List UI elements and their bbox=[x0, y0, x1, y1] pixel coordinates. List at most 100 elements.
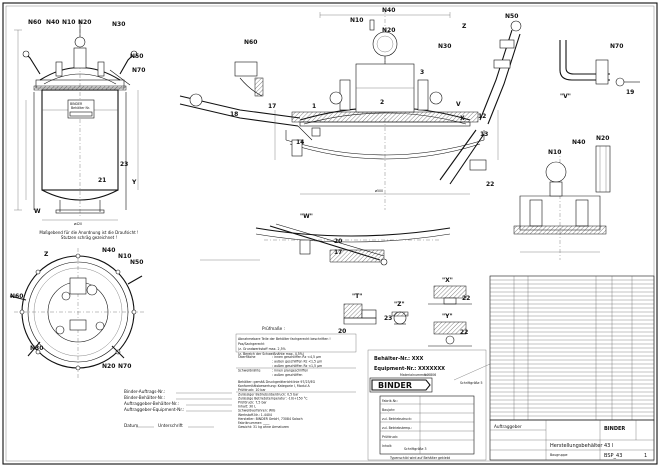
dim-17-section: 17 bbox=[268, 103, 276, 110]
notes-lines: Abnahmebare Teile der Behälter fachgerec… bbox=[238, 337, 331, 356]
note-spec-line: Inhalt: 30 L bbox=[238, 405, 256, 409]
order-behaelter-label: Binder-Behälter-Nr.: bbox=[124, 395, 165, 400]
note-line: Abnahmebare Teile der Behälter fachgerec… bbox=[238, 337, 331, 341]
lid-assembly-view bbox=[513, 145, 611, 260]
note-table-value: : außen geschliffen Rz <1,5 µm bbox=[272, 364, 322, 368]
callout-n50-front: N50 bbox=[130, 53, 143, 60]
callout-n60-top: N60 bbox=[10, 293, 23, 300]
note-table-value: : außen geschliffen bbox=[272, 373, 302, 377]
detail-v bbox=[559, 40, 640, 87]
vessel-top-view bbox=[9, 248, 146, 378]
callout-n60-section: N60 bbox=[244, 39, 257, 46]
dim-17-w: 17 bbox=[334, 249, 342, 256]
view-y-title: "Y" bbox=[442, 313, 453, 320]
order-datum-label: Datum bbox=[124, 423, 138, 428]
detail-w bbox=[200, 223, 451, 266]
callout-w-front: W bbox=[34, 208, 41, 215]
detail-t bbox=[343, 303, 377, 325]
order-unterschrift-label: Unterschrift bbox=[158, 423, 183, 428]
dim-13-section: 13 bbox=[480, 131, 488, 138]
dim-23-z: 23 bbox=[384, 315, 392, 322]
dim-dia-section: ø500 bbox=[375, 189, 383, 193]
view-z-title: "Z" bbox=[394, 301, 405, 308]
dim-21-front: 21 bbox=[98, 177, 106, 184]
plate-field-label: zul. Betriebsdruck: bbox=[382, 417, 412, 421]
dim-dia-front: ø420 bbox=[74, 222, 82, 226]
callout-n40-section: N40 bbox=[382, 7, 395, 14]
callout-z-section: Z bbox=[462, 23, 467, 30]
note-table-key: Schweißnähte bbox=[238, 369, 261, 373]
dim-2-section: 2 bbox=[380, 99, 384, 106]
plate-note: Typenschild wird auf Behälter geklebt bbox=[389, 456, 451, 460]
plate-field-label: Baujahr: bbox=[382, 408, 395, 412]
callout-n40-top: N40 bbox=[102, 247, 115, 254]
note-arrangement: Maßgebend für die Anordnung ist die Drau… bbox=[39, 230, 138, 240]
dim-18-section: 18 bbox=[230, 111, 238, 118]
notes-table: Oberfläche: innen geschliffen Rz <4,5 µm… bbox=[238, 355, 322, 377]
callout-n10-section: N10 bbox=[350, 17, 363, 24]
callout-v-section: V bbox=[456, 101, 461, 108]
dim-1-section: 1 bbox=[312, 103, 316, 110]
callout-n60-front: N60 bbox=[28, 19, 41, 26]
plate-schriftgroesse-1: Schriftgröße 5 bbox=[460, 381, 483, 385]
callout-z-top: Z bbox=[44, 251, 49, 258]
title-auftraggeber: Auftraggeber bbox=[494, 424, 522, 429]
detail-z bbox=[391, 311, 409, 325]
parts-list bbox=[489, 275, 655, 421]
dim-23-front: 23 bbox=[120, 161, 128, 168]
note-table-value: : außen geschliffen Rz <1,5 µm bbox=[272, 360, 322, 364]
callout-n70-detail: N70 bbox=[610, 43, 623, 50]
note-spec-line: Gewicht: 31 kg ohne Armaturen bbox=[238, 425, 289, 429]
note-spec-line: Werkstoff-Nr.: 1.4404 bbox=[238, 413, 272, 417]
order-auftraggeber-label: Auftraggeber-Behälter-Nr.: bbox=[124, 401, 179, 406]
plate-equipment-label: Equipment-Nr.: XXXXXXX bbox=[374, 366, 445, 372]
dim-19-detail: 19 bbox=[626, 89, 634, 96]
svg-text:BINDER: BINDER bbox=[70, 102, 83, 106]
order-auftrag-label: Binder-Auftrags-Nr.: bbox=[124, 389, 165, 394]
plate-field-label: zul. Betriebstemp.: bbox=[382, 426, 412, 430]
note-spec-line: Prüfdruck: 10 bar bbox=[238, 388, 266, 392]
note-spec-line: Behälter: gemäß Druckgeräterichtlinie 97… bbox=[238, 380, 316, 384]
callout-n10-top: N10 bbox=[118, 253, 131, 260]
notes-section-title: Prüfmaße : bbox=[262, 326, 285, 331]
dim-20-w: 20 bbox=[334, 238, 342, 245]
svg-text:Behälter Nr.: Behälter Nr. bbox=[71, 106, 90, 110]
note-table-value: : innen plangeschliffen bbox=[272, 369, 308, 373]
callout-n70-top: N70 bbox=[118, 363, 131, 370]
callout-n50-top: N50 bbox=[130, 259, 143, 266]
dim-22-section: 22 bbox=[486, 181, 494, 188]
plate-behaelter-label: Behälter-Nr.: XXX bbox=[374, 356, 423, 362]
plate-schriftgroesse-2: Schriftgröße 3 bbox=[404, 447, 427, 451]
dim-3-section: 3 bbox=[420, 69, 424, 76]
callout-n10-lid: N10 bbox=[548, 149, 561, 156]
vessel-section-view bbox=[179, 10, 522, 210]
title-main: Herstellungsbehälter 43 l bbox=[550, 443, 613, 449]
name-plate bbox=[367, 349, 491, 461]
note-spec-line: Zulässiger Betriebsüberdruck: 0,5 bar bbox=[238, 392, 299, 396]
note-spec-line: Hersteller: BINDER GmbH, 73084 Salach bbox=[238, 417, 303, 421]
callout-n70-front: N70 bbox=[132, 67, 145, 74]
callout-x-section: X bbox=[460, 115, 465, 122]
title-block bbox=[489, 419, 655, 461]
callout-n30-front: N30 bbox=[112, 21, 125, 28]
view-x-title: "X" bbox=[442, 277, 453, 284]
callout-n40-lid: N40 bbox=[572, 139, 585, 146]
note-line: (z. Grundwerkstoff max. 2,5% bbox=[238, 347, 286, 351]
dim-20-t: 20 bbox=[338, 328, 346, 335]
detail-y bbox=[428, 321, 472, 347]
note-table-key: Oberfläche bbox=[238, 355, 256, 359]
callout-n50-section: N50 bbox=[505, 13, 518, 20]
callout-n10-front: N10 bbox=[62, 19, 75, 26]
callout-n30-top: N30 bbox=[30, 345, 43, 352]
title-subtitle: Baugruppe bbox=[550, 453, 568, 457]
title-drawing-no: BSP_43 bbox=[604, 453, 622, 459]
plate-field-label: Prüfdruck: bbox=[382, 435, 398, 439]
plate-field-label: Fabrik-Nr.: bbox=[382, 399, 398, 403]
detail-x bbox=[428, 285, 472, 305]
dim-22-y: 22 bbox=[460, 329, 468, 336]
note-spec-line: Konformitätsbewertung: Kategorie I, Modu… bbox=[238, 384, 311, 388]
title-company: BINDER bbox=[604, 426, 625, 432]
callout-y-front: Y bbox=[131, 179, 137, 186]
vessel-front-view bbox=[14, 20, 139, 221]
plate-mat-label: Materialnummer: bbox=[400, 373, 428, 377]
